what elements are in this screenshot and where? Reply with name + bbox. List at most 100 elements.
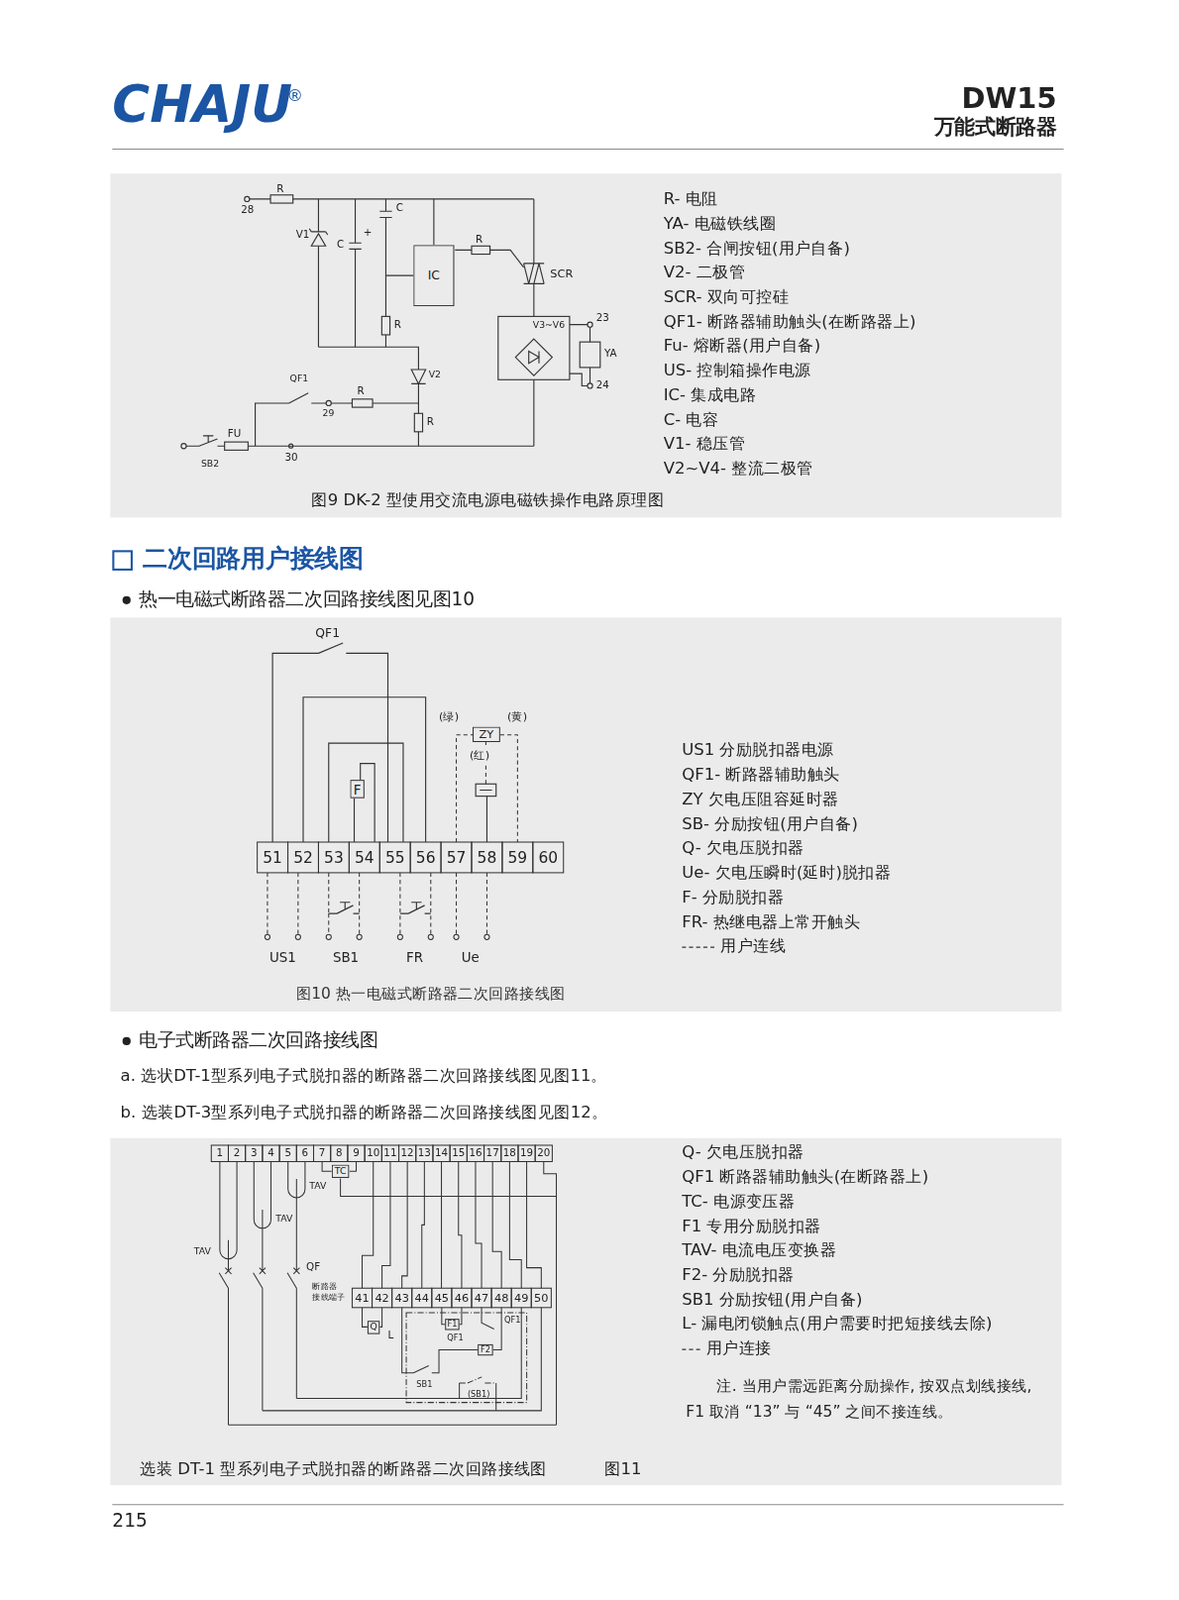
bullet-dot bbox=[122, 596, 131, 605]
terminal-number: 18 bbox=[501, 1145, 519, 1162]
legend-text: TAV- 电流电压变换器 bbox=[681, 1240, 837, 1261]
terminal-number: 5 bbox=[279, 1145, 297, 1162]
legend-text: FR- 热继电器上常开触头 bbox=[681, 911, 860, 932]
terminal-circle bbox=[453, 934, 459, 940]
legend-text: F- 分励脱扣器 bbox=[681, 886, 784, 907]
terminal-number: 44 bbox=[412, 1287, 432, 1308]
user-wire bbox=[456, 735, 519, 843]
terminal-number: 11 bbox=[381, 1145, 399, 1162]
figure-caption: 图9 DK-2 型使用交流电源电磁铁操作电路原理图 bbox=[311, 490, 664, 511]
circuit-wire bbox=[453, 249, 524, 268]
terminal-circle bbox=[356, 934, 362, 940]
component-name: ZY bbox=[479, 729, 495, 741]
body-text: a. 选状DT-1型系列电子式脱扣器的断路器二次回路接线图见图11。 bbox=[120, 1066, 608, 1086]
circuit-wire bbox=[328, 743, 404, 843]
circuit-wire bbox=[247, 379, 534, 446]
terminal-number: 13 bbox=[416, 1145, 433, 1162]
circuit-wire bbox=[218, 1161, 556, 1425]
terminal-number: 55 bbox=[379, 842, 411, 873]
terminal-cell bbox=[533, 842, 564, 873]
component-name: F bbox=[353, 782, 362, 796]
component-label: R bbox=[475, 233, 483, 246]
registered-mark: ® bbox=[287, 86, 304, 107]
legend-text: 用户连接 bbox=[706, 1338, 772, 1359]
terminal-cell bbox=[502, 842, 534, 873]
terminal-circle bbox=[264, 934, 270, 940]
terminal-number: 16 bbox=[466, 1145, 484, 1162]
circuit-wire bbox=[186, 435, 225, 446]
terminal-cell bbox=[245, 1145, 263, 1162]
brand-logo: CHAJU bbox=[111, 73, 293, 135]
component-label: R bbox=[276, 182, 284, 195]
component-label: 30 bbox=[284, 450, 298, 463]
component-label: (红) bbox=[469, 748, 490, 762]
user-wire bbox=[406, 1312, 528, 1403]
component-label: R bbox=[394, 318, 402, 330]
circuit-wire bbox=[498, 316, 570, 380]
terminal-cell bbox=[518, 1145, 536, 1162]
component-label: 28 bbox=[240, 204, 254, 216]
circuit-wire bbox=[579, 341, 601, 368]
component-label: QF1 bbox=[504, 1315, 521, 1326]
heading-square bbox=[112, 550, 132, 570]
page-number: 215 bbox=[111, 1509, 147, 1532]
terminal-cell bbox=[440, 842, 472, 873]
bullet-text: 热一电磁式断路器二次回路接线图见图10 bbox=[138, 587, 475, 610]
circuit-wire bbox=[255, 393, 420, 447]
legend-text: C- 电容 bbox=[663, 409, 720, 429]
legend-text: QF1 断路器辅助触头(在断路器上) bbox=[681, 1167, 929, 1187]
user-wire bbox=[267, 872, 488, 935]
component-box: TC bbox=[331, 1165, 350, 1179]
circuit-wire bbox=[587, 321, 593, 327]
circuit-wire bbox=[361, 1161, 408, 1288]
terminal-number: 15 bbox=[449, 1145, 467, 1162]
terminal-circle bbox=[397, 934, 403, 940]
legend-text: QF1- 断路器辅助触头 bbox=[681, 764, 841, 785]
component-label: V3~V6 bbox=[533, 319, 565, 330]
terminal-cell bbox=[466, 1145, 484, 1162]
component-label: L bbox=[388, 1328, 395, 1341]
terminal-cell bbox=[351, 1287, 372, 1308]
circuit-wire bbox=[224, 441, 249, 450]
circuit-wire bbox=[529, 350, 539, 363]
terminal-number: 53 bbox=[318, 842, 349, 873]
component-label: V2 bbox=[428, 369, 441, 381]
component-label: QF1 bbox=[290, 373, 310, 385]
terminal-cell bbox=[381, 1145, 399, 1162]
circuit-wire bbox=[253, 1209, 266, 1411]
terminal-circle bbox=[484, 934, 490, 940]
terminal-cell bbox=[330, 1145, 348, 1162]
circuit-wire bbox=[318, 346, 419, 446]
terminal-number: 17 bbox=[484, 1145, 502, 1162]
component-label: QF1 bbox=[446, 1333, 463, 1344]
panel-background bbox=[109, 173, 1062, 518]
panel-background bbox=[109, 617, 1062, 1012]
terminal-number: 58 bbox=[471, 842, 503, 873]
terminal-number: 20 bbox=[535, 1145, 552, 1162]
legend-text: Q- 欠电压脱扣器 bbox=[681, 1142, 805, 1163]
circuit-wire bbox=[318, 199, 320, 347]
terminal-number: 3 bbox=[245, 1145, 263, 1162]
component-label: US1 bbox=[269, 949, 297, 965]
component-label: R bbox=[357, 384, 365, 397]
component-label: C bbox=[396, 202, 404, 215]
terminal-cell bbox=[491, 1287, 512, 1308]
note-text: 注. 当用户需远距离分励操作, 按双点划线接线, F1 取消 “13” 与 “4… bbox=[685, 1374, 1033, 1426]
rule-line bbox=[111, 1503, 1064, 1505]
legend-text: SB- 分励按钮(用户自备) bbox=[681, 813, 858, 834]
bullet-dot bbox=[122, 596, 131, 1046]
terminal-circle bbox=[295, 934, 301, 940]
terminal-cell bbox=[484, 1145, 502, 1162]
terminal-cell bbox=[348, 842, 380, 873]
component-label: SCR bbox=[549, 267, 573, 282]
terminal-number: 49 bbox=[511, 1287, 532, 1308]
component-label: R bbox=[427, 415, 434, 428]
circuit-wire bbox=[309, 228, 328, 247]
circuit-wire bbox=[325, 400, 331, 406]
terminal-cell bbox=[211, 1145, 228, 1162]
terminal-cell bbox=[379, 842, 411, 873]
circuit-wire bbox=[379, 199, 414, 347]
terminal-number: 51 bbox=[257, 842, 289, 873]
terminal-cell bbox=[471, 842, 503, 873]
